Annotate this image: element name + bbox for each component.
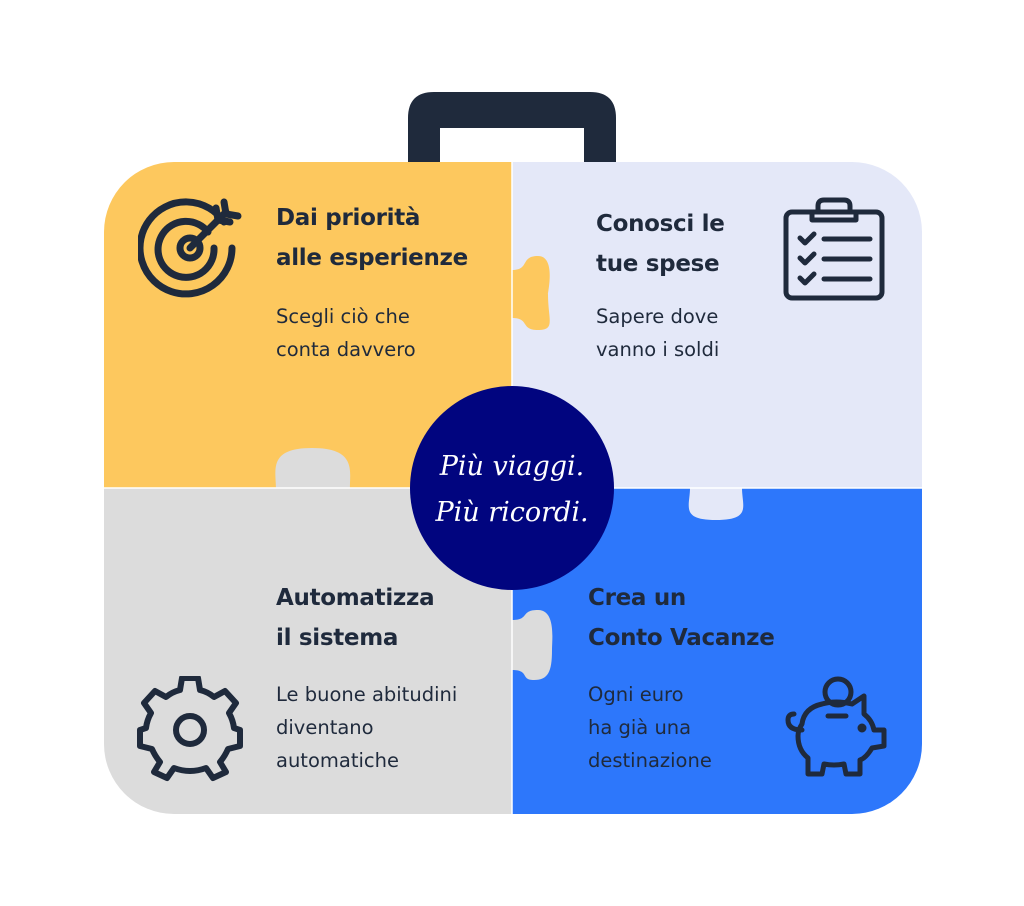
target-icon [138,198,242,298]
quadrant-bottom-left-title: Automatizza il sistema [276,578,435,658]
title-line: Dai priorità [276,205,421,231]
piggy-bank-icon [785,676,887,777]
desc-line: automatiche [276,749,399,772]
puzzle-tab-top [512,256,550,330]
title-line: tue spese [596,251,720,277]
quadrant-top-left-title: Dai priorità alle esperienze [276,198,468,278]
clipboard-checklist-icon [783,197,885,301]
quadrant-bottom-right-desc: Ogni euro ha già una destinazione [588,678,712,777]
desc-line: vanno i soldi [596,338,720,361]
slogan-line: Più ricordi. [435,497,589,528]
slogan-line: Più viaggi. [439,451,585,482]
quadrant-bottom-right-title: Crea un Conto Vacanze [588,578,775,658]
quadrant-top-right-title: Conosci le tue spese [596,204,725,284]
desc-line: diventano [276,716,374,739]
quadrant-top-right-desc: Sapere dove vanno i soldi [596,300,719,366]
title-line: Crea un [588,585,686,611]
desc-line: Le buone abitudini [276,683,458,706]
suitcase-handle [408,92,616,162]
desc-line: Scegli ciò che [276,305,410,328]
desc-line: conta davvero [276,338,416,361]
title-line: Automatizza [276,585,435,611]
desc-line: destinazione [588,749,712,772]
quadrant-bottom-left-desc: Le buone abitudini diventano automatiche [276,678,457,777]
title-line: Conosci le [596,211,725,237]
title-line: il sistema [276,625,399,651]
puzzle-tab-bottom [512,610,553,680]
puzzle-tab-right [688,488,744,520]
puzzle-tab-left [275,448,351,488]
center-circle [410,386,614,590]
quadrant-top-left-desc: Scegli ciò che conta davvero [276,300,416,366]
desc-line: Sapere dove [596,305,719,328]
center-slogan: Più viaggi. Più ricordi. [410,388,614,592]
desc-line: ha già una [588,716,692,739]
title-line: alle esperienze [276,245,468,271]
desc-line: Ogni euro [588,683,684,706]
gear-icon [137,676,243,781]
title-line: Conto Vacanze [588,625,775,651]
